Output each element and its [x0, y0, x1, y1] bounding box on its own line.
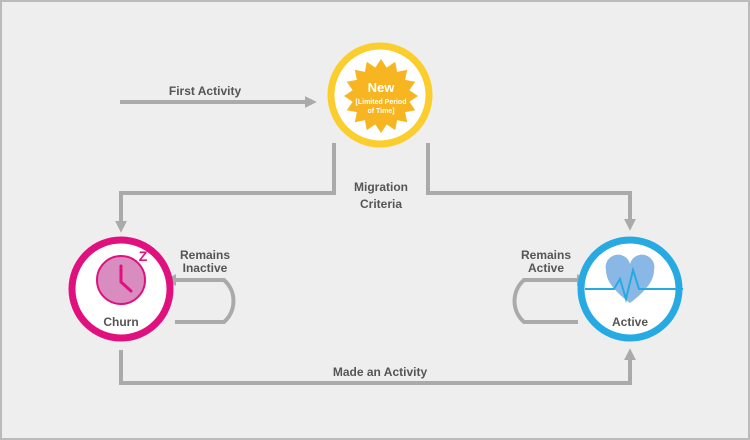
active-node: Active [577, 236, 683, 342]
remains-inactive-label-line2: Inactive [183, 261, 228, 275]
migration-label-line1: Migration [354, 180, 408, 194]
active-label: Active [612, 315, 648, 329]
new-node: New [Limited Period of Time] [327, 42, 433, 148]
sleep-z-glyph: Z [139, 248, 148, 264]
remains-inactive-loop [164, 274, 236, 324]
sleeping-clock-icon: Z [96, 248, 148, 305]
migration-to-churn-arrow [115, 143, 336, 233]
migration-label-line2: Criteria [360, 197, 402, 211]
made-activity-label: Made an Activity [333, 365, 428, 379]
migration-to-active-arrow [426, 143, 636, 231]
remains-active-loop [512, 274, 589, 324]
churn-node: Z Churn [68, 236, 174, 342]
remains-active-label-line2: Active [528, 261, 564, 275]
clock-hands [119, 264, 133, 293]
made-activity-arrow [119, 348, 636, 385]
heartbeat-icon [585, 266, 683, 303]
new-subtitle-line2: of Time] [367, 108, 394, 115]
new-title: New [368, 80, 396, 95]
remains-active-label-line1: Remains [521, 248, 571, 262]
remains-inactive-label-line1: Remains [180, 248, 230, 262]
new-subtitle-line1: [Limited Period [356, 99, 407, 106]
first-activity-label: First Activity [169, 84, 242, 98]
starburst-icon [344, 59, 418, 133]
churn-label: Churn [103, 315, 138, 329]
connectors [115, 96, 636, 385]
